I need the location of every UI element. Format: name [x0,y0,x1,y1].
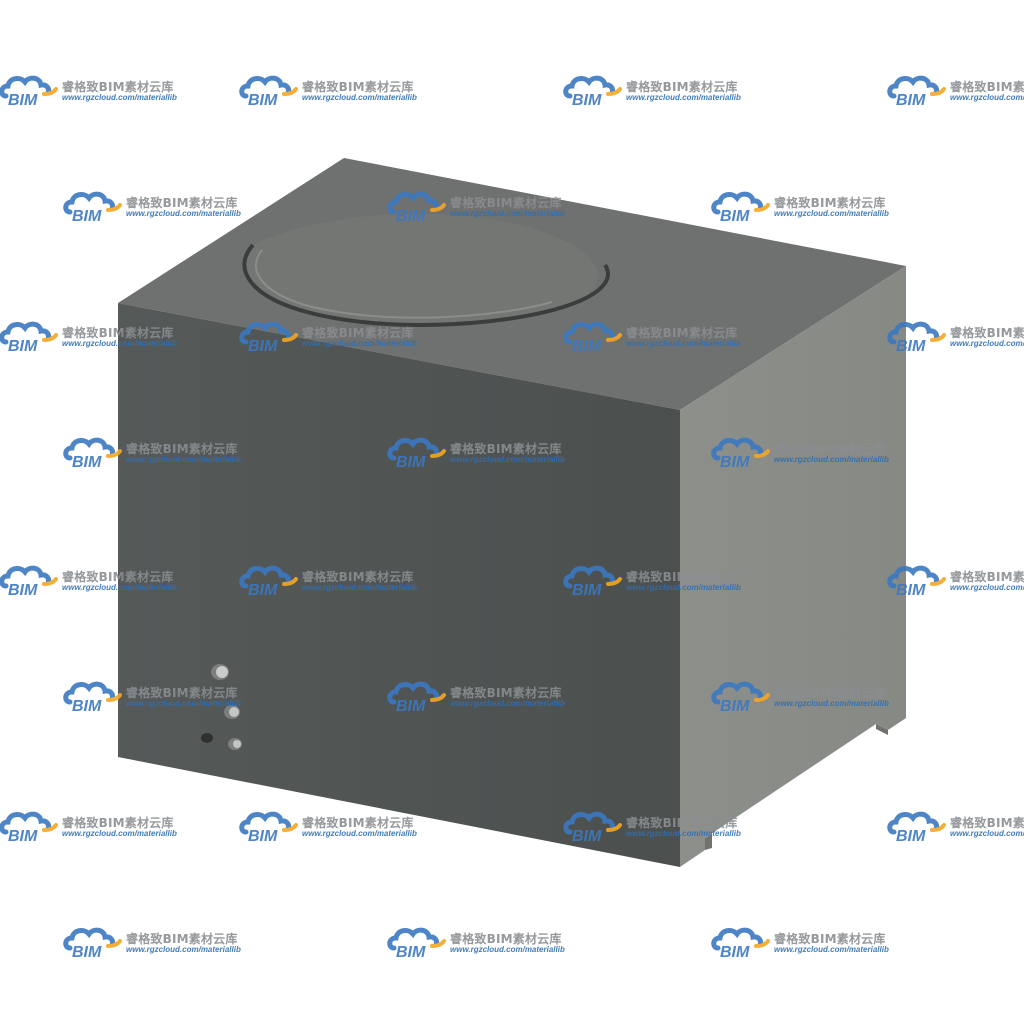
box-side-face [680,266,906,867]
side-foot-notch [876,724,888,735]
box-front-face [118,303,680,867]
pipe-fittings [201,664,242,750]
lid-ring [242,213,610,327]
side-foot-notch-2 [705,834,712,850]
